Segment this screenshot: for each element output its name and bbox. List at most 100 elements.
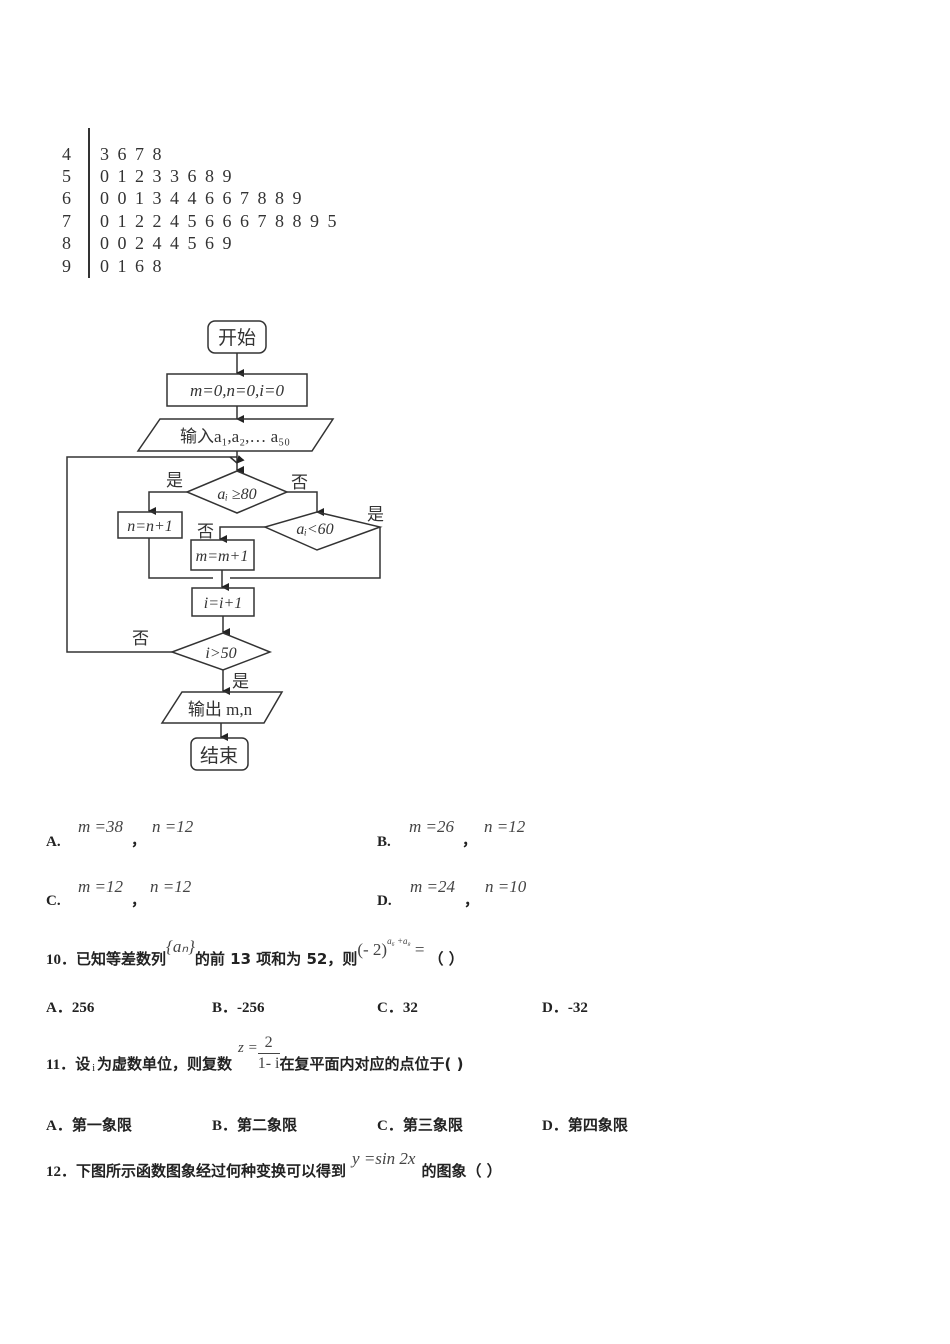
leaf: 7 <box>240 188 249 209</box>
q11-option-a: A．第一象限 <box>46 1114 132 1135</box>
sequence-symbol: {aₙ} <box>166 937 195 956</box>
option-letter: C． <box>377 1000 403 1016</box>
output-label: 输出 m,n <box>188 700 253 719</box>
denominator: 1- i <box>257 1055 280 1072</box>
option-value: -256 <box>237 1000 265 1016</box>
leaf: 9 <box>310 210 319 231</box>
q10-option-a: A．256 <box>46 996 94 1017</box>
stem-value: 9 <box>62 255 71 276</box>
option-a-n: n =12 <box>152 817 193 837</box>
option-letter: D． <box>542 1118 568 1134</box>
option-a-m: m =38 <box>78 817 123 837</box>
stem-value: 4 <box>62 143 71 164</box>
leaf: 4 <box>170 188 179 209</box>
leaf: 3 <box>100 143 109 164</box>
leaf: 7 <box>257 210 267 231</box>
question-text: 为虚数单位，则复数 <box>96 1055 232 1073</box>
option-value: 第二象限 <box>237 1116 298 1134</box>
expression: (- 2)a₆ +a₈ = <box>357 936 424 959</box>
leaf: 9 <box>222 233 232 254</box>
no-label: 否 <box>291 473 308 492</box>
comma: ， <box>462 833 478 849</box>
question-text: 的图象（ ） <box>421 1162 502 1180</box>
stem-value: 8 <box>62 233 71 254</box>
n-increment-box <box>117 511 183 539</box>
leaf: 7 <box>135 143 144 164</box>
n-value: n =12 <box>150 877 192 896</box>
comma: ， <box>131 833 147 849</box>
q10-option-b: B．-256 <box>212 996 265 1017</box>
question-text: 设 <box>75 1055 91 1073</box>
cond1-label: aᵢ ≥80 <box>217 486 256 503</box>
decision-lt-60 <box>262 511 383 551</box>
leaf: 5 <box>187 210 197 231</box>
stem-value: 6 <box>62 188 71 209</box>
m-value: m =24 <box>410 877 455 896</box>
yes-label: 是 <box>367 505 384 524</box>
i-step-label: i=i+1 <box>204 595 242 612</box>
question-number: 12． <box>46 1164 77 1180</box>
n-value: n =12 <box>152 817 194 836</box>
leaf: 0 <box>117 188 127 209</box>
option-c-n: n =12 <box>150 877 191 897</box>
option-letter: B. <box>377 834 391 850</box>
input-label: 输入a₁,a₂,… a₅₀ <box>180 427 290 446</box>
n-value: n =10 <box>485 877 527 896</box>
option-value: 256 <box>71 1000 95 1016</box>
leaf: 1 <box>117 255 127 276</box>
question-number: 10． <box>46 952 77 968</box>
leaf: 4 <box>152 233 162 254</box>
leaf: 2 <box>135 233 144 254</box>
option-value: 32 <box>402 1000 418 1016</box>
stem-leaf-divider <box>88 128 90 278</box>
m-step-label: m=m+1 <box>196 548 249 565</box>
option-letter: B． <box>212 1000 238 1016</box>
numerator: 2 <box>257 1033 280 1054</box>
question-number: 11． <box>46 1057 76 1073</box>
option-letter: D． <box>542 1000 568 1016</box>
question-text: 已知等差数列 <box>76 950 167 968</box>
leaf: 4 <box>170 210 179 231</box>
leaf: 6 <box>135 255 144 276</box>
leaf: 5 <box>187 233 197 254</box>
no-label: 否 <box>132 629 149 648</box>
option-value: -32 <box>567 1000 588 1016</box>
leaf: 6 <box>117 143 127 164</box>
yes-label: 是 <box>166 471 183 490</box>
leaf: 1 <box>117 166 127 187</box>
yes-label: 是 <box>232 672 249 691</box>
option-value: 第一象限 <box>71 1116 132 1134</box>
leaf: 0 <box>100 188 109 209</box>
option-letter: A. <box>46 834 61 850</box>
imaginary-unit: i <box>92 1063 95 1074</box>
option-d-m: m =24 <box>410 877 455 897</box>
leaf: 2 <box>135 166 144 187</box>
option-letter: C. <box>46 893 61 909</box>
leaf: 3 <box>152 166 162 187</box>
leaf: 6 <box>205 233 214 254</box>
complex-variable: z = <box>238 1040 258 1056</box>
n-value: n =12 <box>484 817 526 836</box>
leaf: 8 <box>275 210 284 231</box>
end-terminal <box>190 737 249 771</box>
q11-option-b: B．第二象限 <box>212 1114 297 1135</box>
leaf: 6 <box>205 210 214 231</box>
leaf: 6 <box>240 210 249 231</box>
leaf: 1 <box>117 210 127 231</box>
option-value: 第四象限 <box>567 1116 628 1134</box>
option-letter: C． <box>377 1118 403 1134</box>
leaf: 1 <box>135 188 144 209</box>
output-box <box>160 691 284 724</box>
q11-option-c: C．第三象限 <box>377 1114 463 1135</box>
leaf: 6 <box>222 188 232 209</box>
option-letter: D. <box>377 893 392 909</box>
